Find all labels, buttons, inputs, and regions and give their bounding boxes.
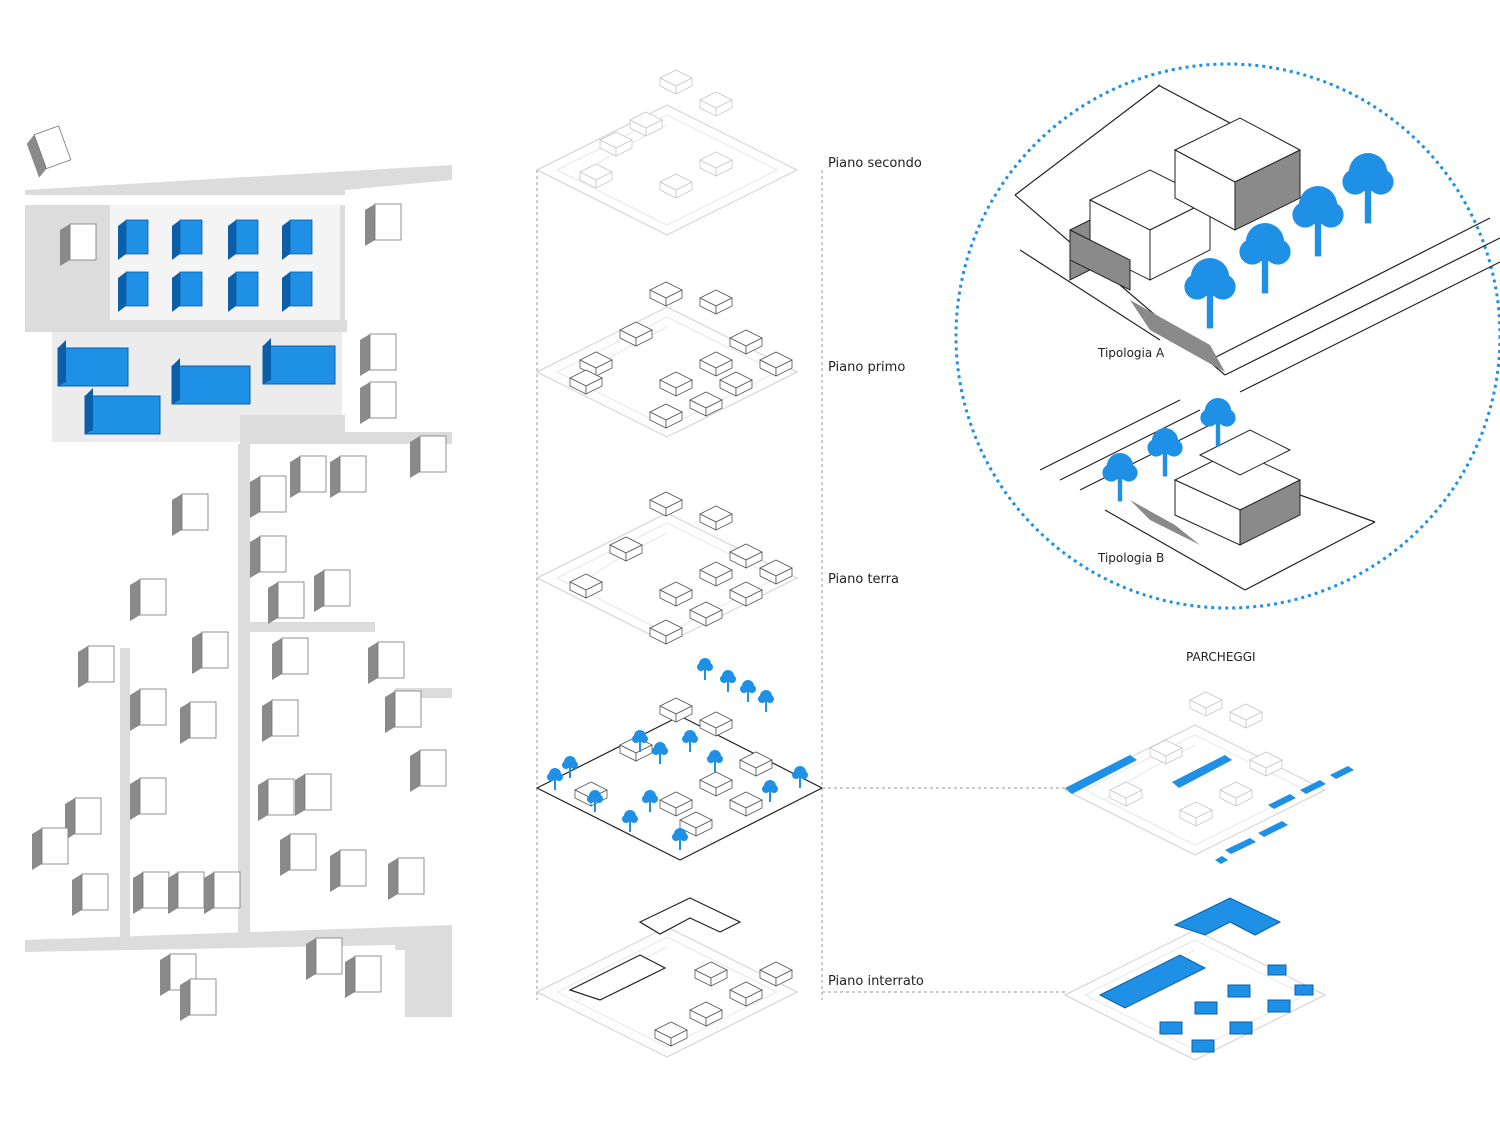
typology-a-model [1014,84,1500,393]
parking-title: PARCHEGGI [1186,650,1256,664]
layer-basement [536,897,798,1058]
layer-first [536,281,798,438]
layer-label-first: Piano primo [828,360,905,375]
layer-ground [536,491,798,645]
site-plan [24,125,452,1022]
project-buildings [57,219,336,435]
typology-b-label: Tipologia B [1097,551,1164,565]
typology-a-label: Tipologia A [1097,346,1165,360]
layer-label-basement: Piano interrato [828,974,924,989]
typology-b-model [1039,398,1376,591]
layer-label-ground: Piano terra [828,572,899,587]
exploded-layers: Piano secondo Piano primo Piano terra Pi… [535,69,1065,1058]
typologies-detail: Tipologia A Tipologia B [954,62,1500,610]
layer-site [535,658,824,861]
layer-label-second: Piano secondo [828,156,922,171]
parking-detail: PARCHEGGI [1064,650,1354,1061]
layer-second [536,69,798,236]
